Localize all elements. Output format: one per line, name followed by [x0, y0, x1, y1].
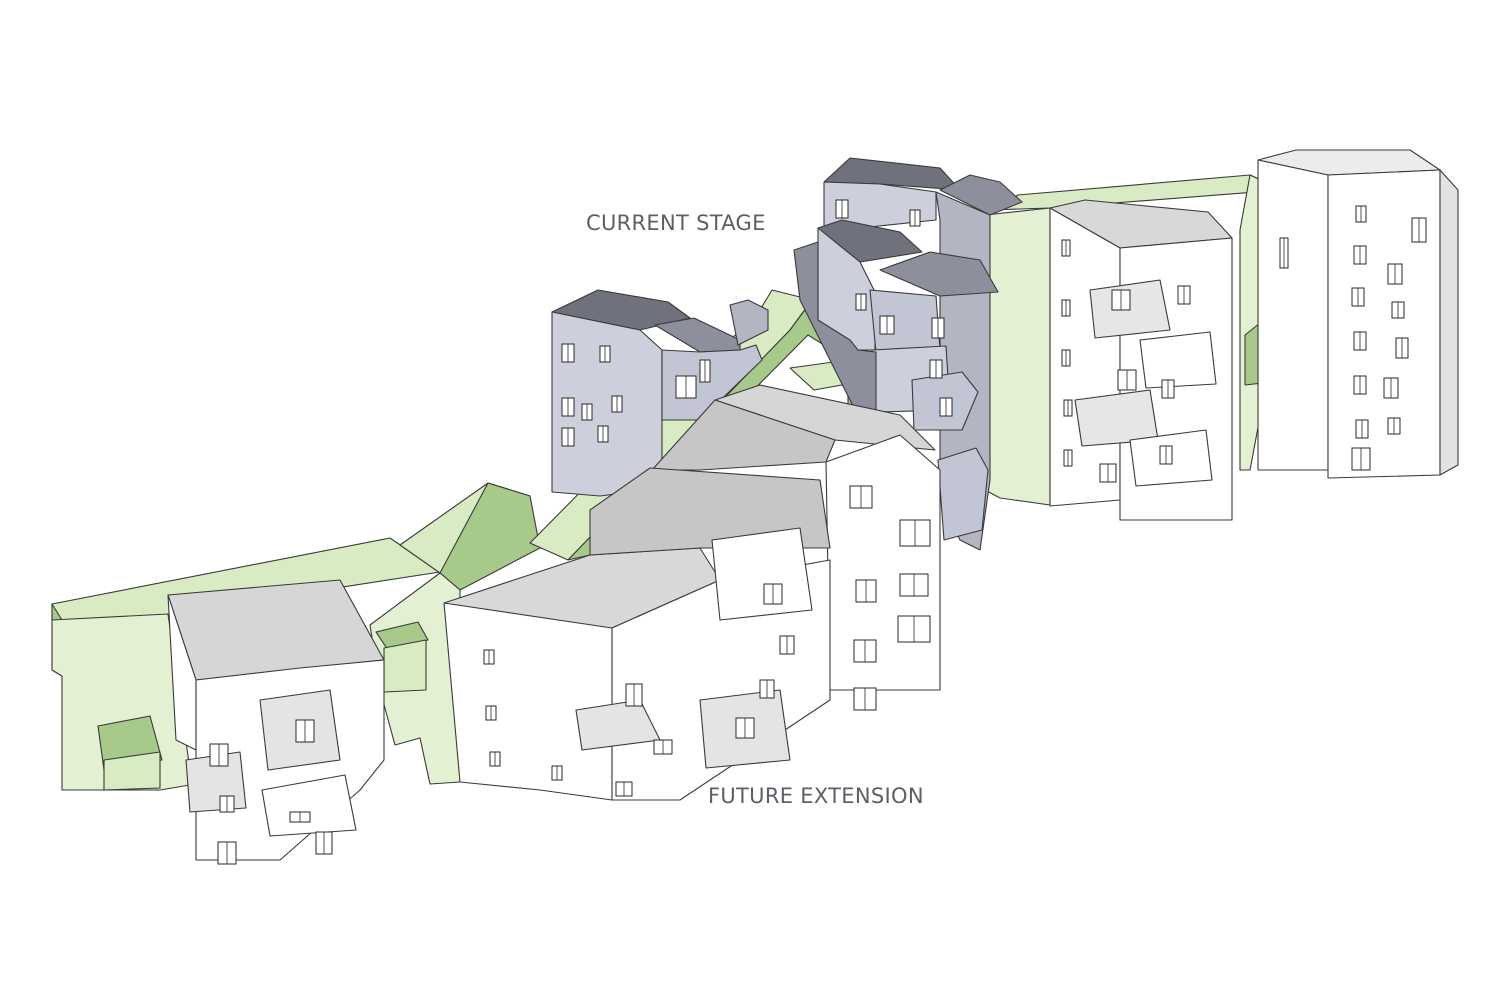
- window-openings: [209, 199, 1427, 865]
- existing-blocks: [551, 157, 1023, 551]
- future-mid-face: [825, 434, 941, 691]
- stacked-cube-2: [1139, 331, 1217, 389]
- existing-left-gable: [729, 299, 769, 346]
- tall-block-left-face: [1257, 159, 1329, 471]
- existing-tower-left-shade: [793, 241, 877, 421]
- right-white-towers: [1049, 149, 1459, 521]
- green-step-face: [383, 639, 427, 693]
- existing-left-side: [661, 344, 763, 421]
- green-box-small-face: [103, 751, 161, 791]
- existing-left-roof2: [654, 317, 741, 353]
- green-riser-side: [439, 482, 541, 591]
- future-mid-roof-shade: [651, 399, 836, 471]
- future-left-cube-2: [261, 774, 357, 837]
- existing-tower-mid-roof2: [879, 251, 999, 297]
- tall-block-front-face: [1327, 169, 1441, 479]
- future-blocks: [167, 384, 941, 861]
- existing-tower-bay-4: [937, 447, 989, 541]
- future-front-cube-2: [711, 527, 813, 621]
- future-front-face: [443, 602, 613, 801]
- tall-block-side-face: [1439, 169, 1459, 476]
- existing-tower-top-roof2: [939, 174, 1023, 216]
- future-extension-label: FUTURE EXTENSION: [708, 784, 924, 808]
- current-stage-label: CURRENT STAGE: [586, 211, 766, 235]
- stacked-block-face: [1049, 207, 1121, 507]
- green-band-right-face: [984, 207, 1051, 506]
